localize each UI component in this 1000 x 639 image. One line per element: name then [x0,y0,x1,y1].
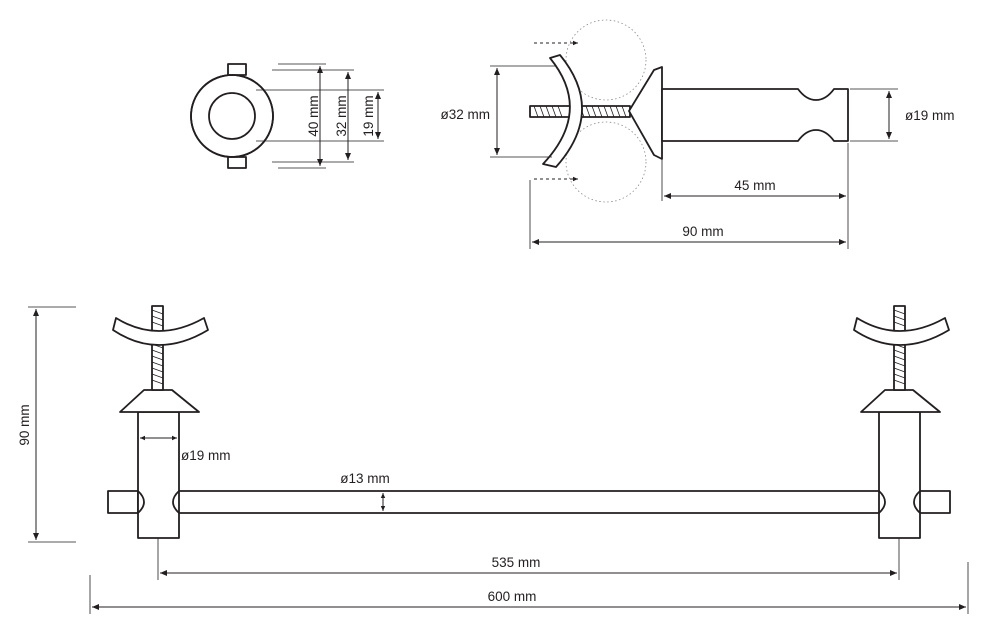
wall-cap [542,54,583,168]
left-cone [119,389,200,413]
bar-left-end [107,490,139,514]
left-post [137,411,180,539]
flange-front-view [190,63,274,169]
right-post [878,411,921,539]
flange-inner-label: 19 mm [361,95,376,136]
side-dimensions: ø32 mm ø19 mm 45 mm 90 mm [440,65,955,249]
towel-bar-view [107,305,951,539]
flange-dimensions: 40 mm 32 mm 19 mm [256,63,384,169]
post-side-label: ø19 mm [905,108,955,123]
towel-bar [177,490,881,514]
total-height-label: 90 mm [17,404,32,445]
post-diameter-label: ø19 mm [181,448,231,463]
post [661,88,849,142]
right-cap [853,317,950,346]
mount-cone [628,66,663,160]
rotation-hint-top [565,19,647,101]
flange-middle-label: 32 mm [334,95,349,136]
total-length-label: 600 mm [488,589,537,604]
bar-diameter-label: ø13 mm [340,471,390,486]
bracket-side-view [529,19,849,203]
rotation-hint-bottom [565,121,647,203]
flange-bottom-tab [227,156,247,169]
flange-top-tab [227,63,247,76]
post-length-label: 45 mm [734,178,775,193]
inner-length-label: 535 mm [492,555,541,570]
right-cone [860,389,941,413]
cap-label: ø32 mm [440,107,490,122]
flange-outer-label: 40 mm [306,95,321,136]
side-depth-label: 90 mm [682,224,723,239]
towel-bar-dimensions: 90 mm ø19 mm ø13 mm 535 mm 600 mm [17,306,969,614]
left-cap [112,317,209,346]
bar-right-end [918,490,951,514]
flange-inner-circle [208,92,256,140]
